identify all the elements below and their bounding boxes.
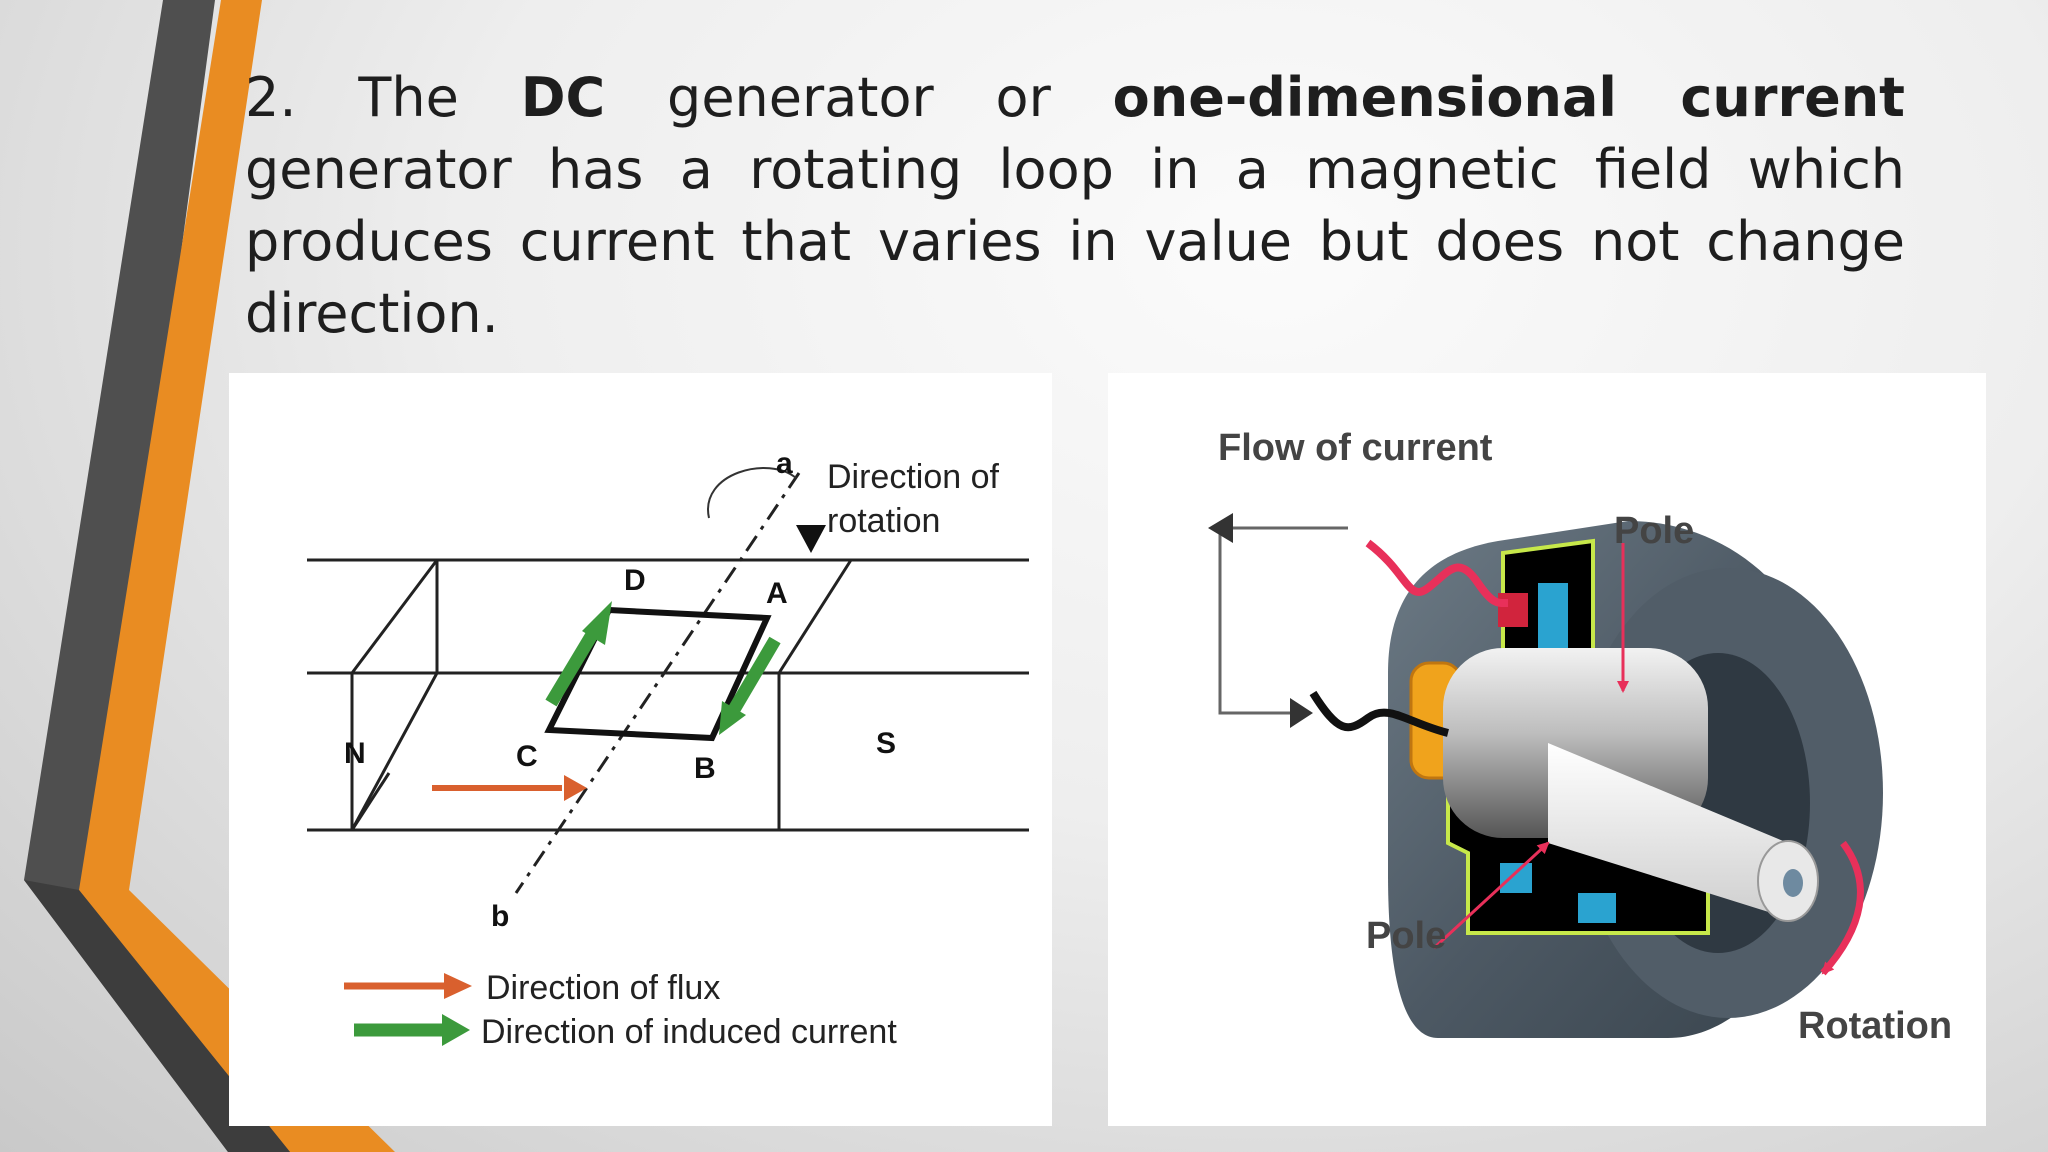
current-flow-line — [1218, 526, 1348, 715]
magnet-top — [1538, 583, 1568, 653]
shaft-end-hole — [1783, 869, 1803, 897]
brush — [1498, 593, 1528, 627]
coil-loop — [544, 606, 772, 742]
slide-text-bold-segment: one-dimensional current — [1112, 66, 1905, 129]
generator-illustration-panel: Flow of current Pole Pole Rotation — [1108, 373, 1986, 1126]
current-flow-head-bottom — [1290, 698, 1313, 728]
current-arrow-right-head — [719, 701, 746, 735]
black-wire — [1309, 690, 1449, 737]
label-S: S — [876, 727, 896, 760]
pole-top-label: Pole — [1614, 510, 1694, 552]
rotation-label-1: Direction of — [827, 458, 1000, 496]
pole-bottom-pointer — [1432, 841, 1550, 950]
rotation-arrowhead — [796, 525, 826, 553]
legend-flux-label: Direction of flux — [486, 969, 720, 1007]
red-wire — [1365, 539, 1509, 608]
rotation-label-2: rotation — [827, 502, 940, 540]
label-b: b — [491, 900, 509, 933]
label-N: N — [344, 737, 366, 770]
rotation-arc — [707, 467, 797, 519]
current-flow-head-top — [1208, 513, 1233, 543]
pole-bottom-label: Pole — [1366, 915, 1446, 957]
slide-body-text: 2. The DC generator or one-dimensional c… — [245, 62, 1905, 350]
label-A: A — [766, 577, 788, 610]
rotation-arrow — [1820, 840, 1864, 976]
legend-flux-arrowhead — [444, 973, 472, 999]
flux-arrowhead — [564, 775, 587, 801]
rotation-label: Rotation — [1798, 1005, 1952, 1047]
legend-current-label: Direction of induced current — [481, 1013, 897, 1051]
magnet-bottom-right — [1578, 893, 1616, 923]
magnet-bottom-left — [1500, 863, 1532, 893]
gray-lower-band — [24, 880, 290, 1152]
label-C: C — [516, 740, 538, 773]
orange-stripe — [79, 0, 395, 1152]
current-arrow-left-head — [582, 601, 612, 645]
magnet-lines — [307, 558, 1029, 832]
shaft — [1548, 743, 1788, 918]
generator-illustration: Flow of current Pole Pole Rotation — [1208, 427, 1952, 1047]
label-a: a — [776, 447, 793, 480]
slide-text-segment: 2. The — [245, 66, 521, 129]
flow-of-current-label: Flow of current — [1218, 427, 1493, 469]
loop-diagram: a b Direction of rotation D A C B N S Di… — [307, 447, 1029, 1051]
slide-text-segment: generator has a rotating loop in a magne… — [245, 138, 1905, 345]
gray-stripe — [24, 0, 362, 1152]
label-D: D — [624, 564, 646, 597]
label-B: B — [694, 752, 716, 785]
rotation-axis — [514, 472, 801, 894]
slide-text-bold-segment: DC — [520, 66, 606, 129]
loop-diagram-panel: a b Direction of rotation D A C B N S Di… — [229, 373, 1052, 1126]
current-arrow-right-shaft — [726, 636, 781, 717]
legend-current-arrowhead — [442, 1014, 470, 1046]
slide-text-segment: generator or — [605, 66, 1113, 129]
